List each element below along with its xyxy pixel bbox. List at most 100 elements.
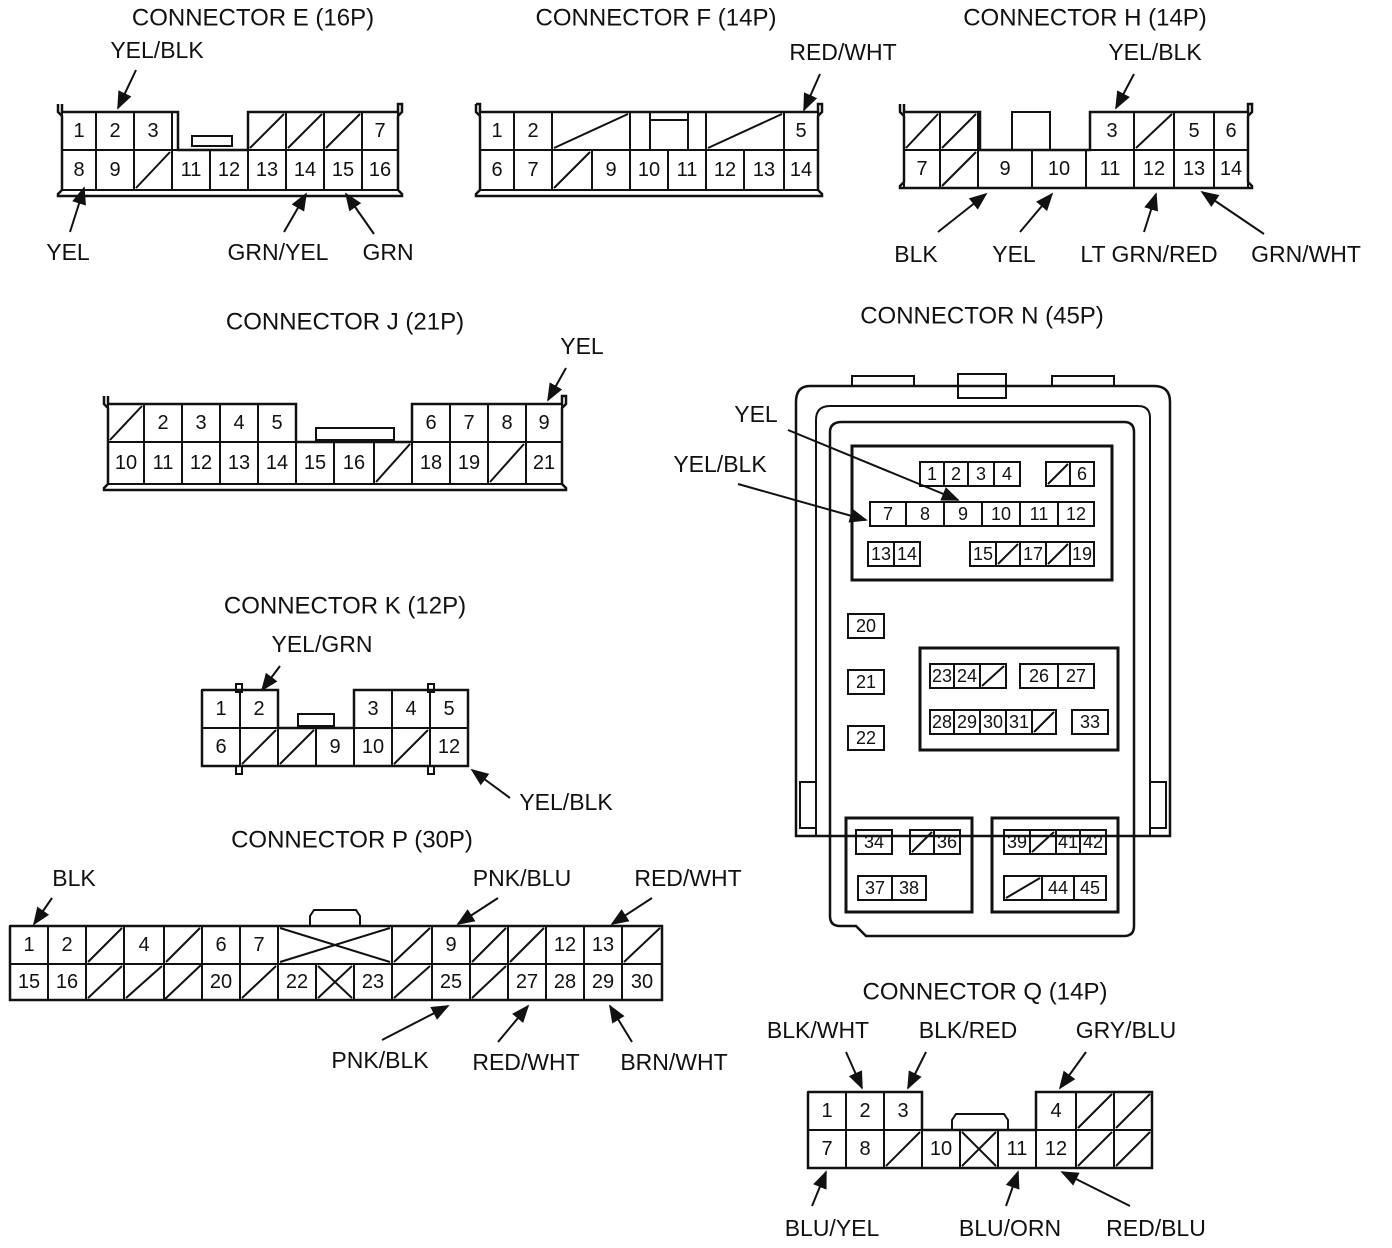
connector-p-empty-cavity <box>87 965 123 999</box>
connector-k-pin-cell <box>429 727 469 767</box>
connector-n-pin-4: 4 <box>1002 464 1012 484</box>
connector-k-title: CONNECTOR K (12P) <box>224 593 466 620</box>
connector-p-wire-arrow <box>456 897 499 925</box>
connector-e-wire-label: YEL/BLK <box>110 37 204 63</box>
connector-n-pin-cell <box>1073 875 1107 901</box>
connector-p-empty-cavity <box>471 927 507 963</box>
connector-n-side-clip <box>1149 781 1167 829</box>
connector-q-wire-label: BLK/WHT <box>767 1017 869 1043</box>
connector-n-pin-41: 41 <box>1058 832 1078 852</box>
connector-q-wire-arrow <box>1058 1051 1087 1090</box>
connector-j-pin-11: 11 <box>153 452 174 474</box>
connector-e-pin-8: 8 <box>73 159 84 181</box>
connector-k-wire-label: YEL/BLK <box>519 789 613 815</box>
connector-n-top-tab <box>851 375 915 386</box>
connector-p-pin-12: 12 <box>554 934 576 956</box>
connector-e-pin-1: 1 <box>73 120 84 142</box>
connector-n-pin-cell <box>1031 709 1057 735</box>
connector-e-empty-cavity <box>325 113 361 149</box>
connector-n-top-tab <box>1051 375 1115 386</box>
connector-e-pin-2: 2 <box>109 120 120 142</box>
connector-n-pin-cell <box>933 829 961 855</box>
connector-f-empty-cavity <box>553 113 629 149</box>
connector-f-pin-11: 11 <box>677 159 698 181</box>
connector-n-pin-12: 12 <box>1066 504 1086 524</box>
connector-n-pin-15: 15 <box>973 544 993 564</box>
connector-n-pin-block <box>844 816 974 914</box>
connector-p-empty-cavity <box>393 965 431 999</box>
connector-n-face <box>828 420 1136 938</box>
connector-f-pin-7: 7 <box>527 159 538 181</box>
connector-f-title: CONNECTOR F (14P) <box>536 5 777 32</box>
connector-n-empty-cavity <box>1047 543 1069 565</box>
connector-n-pin-38: 38 <box>899 878 919 898</box>
connector-f-pin-cell <box>783 149 819 191</box>
connector-p-pin-20: 20 <box>210 971 232 993</box>
connector-n-pin-13: 13 <box>871 544 891 564</box>
connector-q-lock-tab <box>951 1113 1009 1130</box>
connector-j-pin-16: 16 <box>343 452 365 474</box>
connector-p-empty-cavity <box>163 963 203 1001</box>
connector-h-wire-arrow <box>1019 192 1054 233</box>
connector-j-pin-19: 19 <box>458 452 480 474</box>
connector-n-pin-cell <box>1069 461 1095 487</box>
connector-q-pin-cell <box>1113 1129 1153 1169</box>
connector-q-wire-label: BLK/RED <box>919 1017 1017 1043</box>
connector-q-pin-10: 10 <box>930 1138 952 1160</box>
connector-p-empty-cavity <box>393 927 431 963</box>
connector-h-empty-cavity <box>1135 113 1173 149</box>
connector-p-title: CONNECTOR P (30P) <box>231 827 473 854</box>
connector-p-pin-28: 28 <box>554 971 576 993</box>
connector-n-pin-39: 39 <box>1007 832 1027 852</box>
connector-p-blocked-cavity <box>317 965 353 999</box>
connector-p-pin-4: 4 <box>138 934 149 956</box>
connector-n-pin-cell <box>847 669 885 695</box>
connector-n-pin-cell <box>847 613 885 639</box>
connector-n-empty-cavity <box>911 831 933 853</box>
connector-n-pin-6: 6 <box>1077 464 1087 484</box>
connector-n-pin-cell <box>1057 663 1095 689</box>
connector-q-wire-arrow <box>1005 1170 1020 1207</box>
connector-n-pin-cell <box>847 725 885 751</box>
connector-n-pin-37: 37 <box>865 878 885 898</box>
connector-n-wire-arrow <box>737 483 868 523</box>
connector-j-pin-4: 4 <box>233 412 244 434</box>
connector-n-wire-label: YEL <box>734 401 778 427</box>
connector-q-wire-label: RED/BLU <box>1106 1215 1206 1241</box>
connector-f-pin-1: 1 <box>491 120 502 142</box>
connector-f-wire-label: RED/WHT <box>789 39 896 65</box>
connector-n-pin-24: 24 <box>957 666 977 686</box>
connector-n-wire-arrow <box>787 429 960 501</box>
connector-n-pin-33: 33 <box>1080 712 1100 732</box>
connector-j-pin-5: 5 <box>271 412 282 434</box>
connector-f-pin-14: 14 <box>790 159 812 181</box>
connector-q-empty-cavity <box>1115 1131 1151 1167</box>
connector-n-pin-36: 36 <box>937 832 957 852</box>
connector-n-pin-cell <box>1079 829 1107 855</box>
connector-e-wire-label: YEL <box>46 239 90 265</box>
connector-p-empty-cavity <box>165 927 201 963</box>
connector-n-pin-22: 22 <box>856 728 876 748</box>
connector-k-empty-cavity <box>241 729 277 765</box>
connector-e-pin-cell <box>361 149 399 191</box>
connector-p-pin-1: 1 <box>23 934 34 956</box>
connector-p-wire-label: PNK/BLK <box>331 1047 429 1073</box>
connector-n-pin-9: 9 <box>958 504 968 524</box>
connector-n-pin-26: 26 <box>1029 666 1049 686</box>
connector-e-wire-arrow <box>344 192 375 235</box>
connector-n-pin-7: 7 <box>883 504 893 524</box>
connector-h-wire-arrow <box>1200 190 1265 235</box>
connector-p-empty-cavity <box>509 927 545 963</box>
connector-q-empty-cavity <box>1115 1093 1151 1129</box>
connector-q-wire-label: BLU/ORN <box>959 1215 1061 1241</box>
connector-k-lock-tab <box>297 713 335 727</box>
connector-h-wire-label: YEL/BLK <box>1108 39 1202 65</box>
connector-n-pin-10: 10 <box>991 504 1011 524</box>
connector-k-wire-arrow <box>260 665 281 692</box>
connector-j-empty-cavity <box>375 443 411 483</box>
connector-h-pin-cell <box>1213 149 1249 189</box>
connector-f-empty-cavity <box>553 151 591 189</box>
connector-f-latch <box>649 111 689 151</box>
connector-p-empty-cavity <box>623 927 661 963</box>
connector-e-pin-13: 13 <box>256 159 278 181</box>
